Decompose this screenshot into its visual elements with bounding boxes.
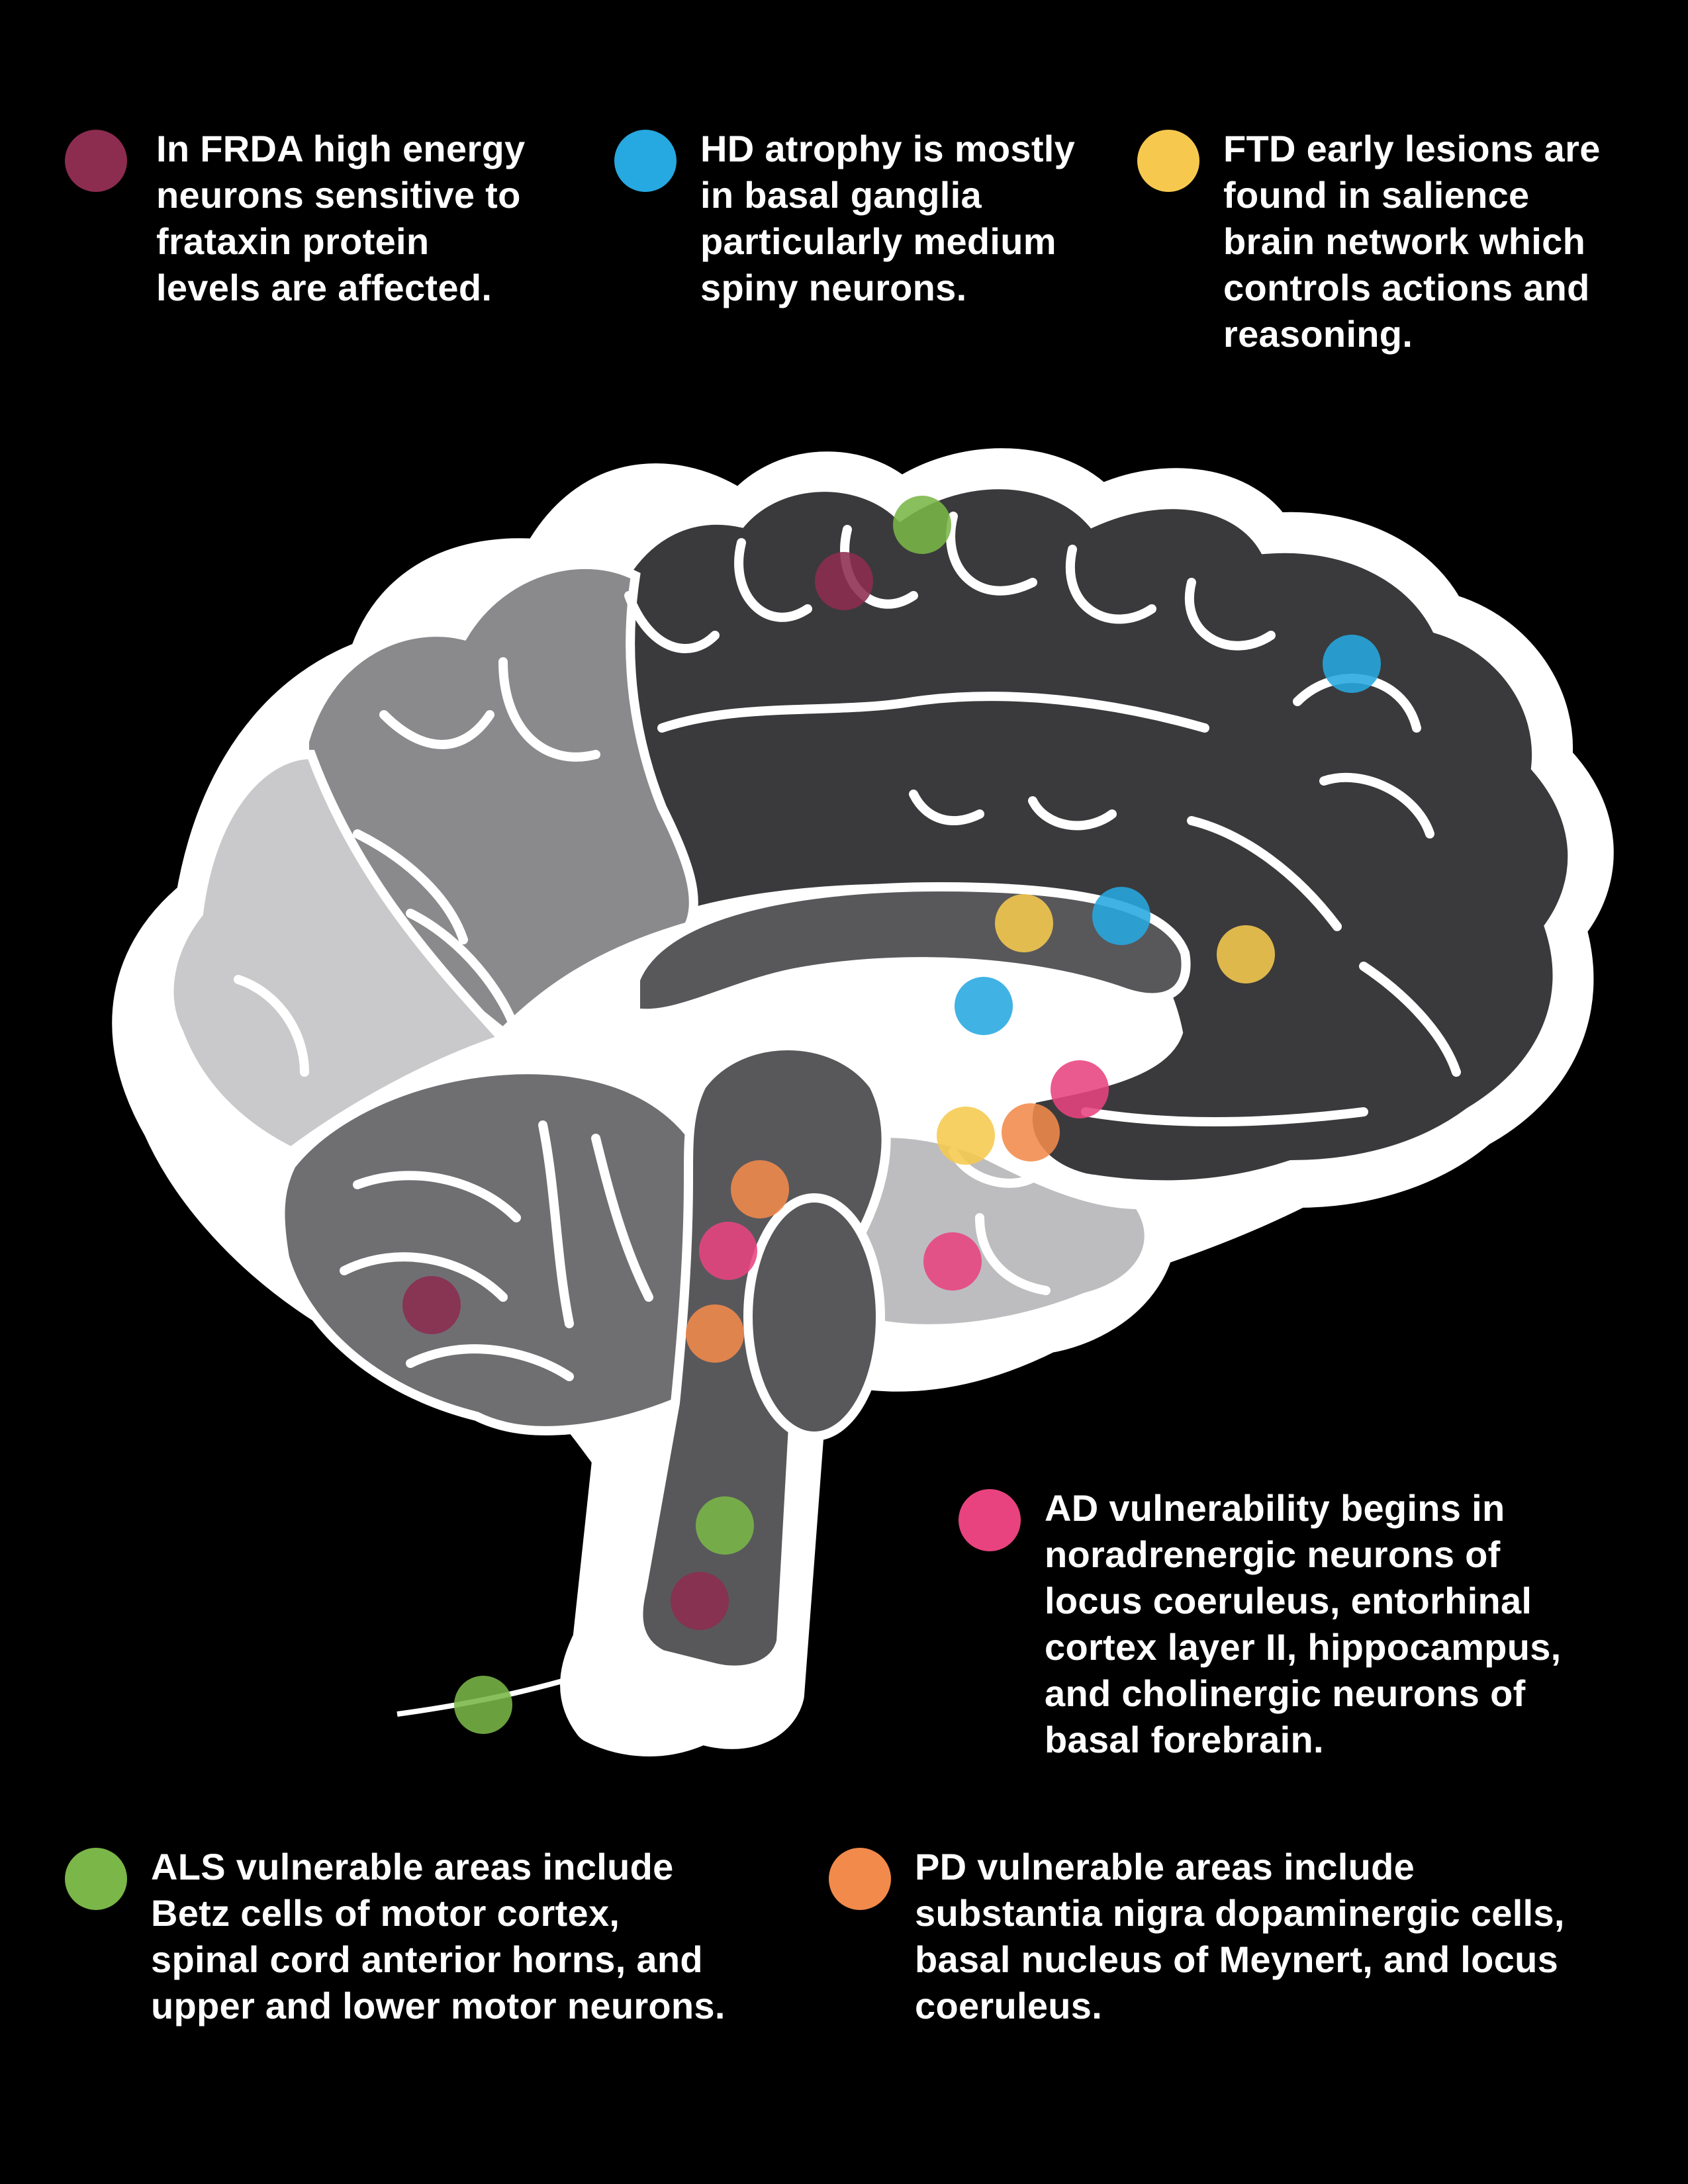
als-legend-dot <box>65 1848 127 1910</box>
cerebellum <box>275 1065 728 1435</box>
ftd-marker-insula <box>937 1107 995 1165</box>
ftd-note-text: FTD early lesions are found in salience … <box>1223 128 1601 355</box>
frda-marker-medulla <box>671 1572 729 1630</box>
als-note-text: ALS vulnerable areas include Betz cells … <box>151 1846 726 2026</box>
als-marker-brainstem <box>696 1496 754 1555</box>
hd-marker-basal-ganglia <box>955 977 1013 1035</box>
hd-marker-frontal-cortex <box>1323 635 1381 693</box>
pd-marker-substantia-nigra <box>731 1160 789 1218</box>
pons <box>743 1193 885 1441</box>
pd-note-text: PD vulnerable areas include substantia n… <box>915 1846 1565 2026</box>
ad-marker-basal-forebrain <box>1051 1060 1109 1118</box>
als-marker-motor-cortex <box>893 496 951 554</box>
ftd-legend-dot <box>1137 130 1199 192</box>
hd-legend-dot <box>614 130 677 192</box>
frda-note-text: In FRDA high energy neurons sensitive to… <box>156 128 526 308</box>
ad-note-text: AD vulnerability begins in noradrenergic… <box>1045 1487 1562 1760</box>
frda-marker-cerebellum <box>402 1276 461 1334</box>
hd-marker-caudate <box>1092 887 1150 945</box>
ftd-marker-corpus-callosum-anterior <box>995 894 1053 952</box>
hd-note-text: HD atrophy is mostly in basal ganglia pa… <box>700 128 1076 308</box>
ad-marker-hippocampus <box>923 1232 982 1291</box>
occipital-lobe <box>164 749 512 1158</box>
ftd-marker-frontal-medial <box>1217 925 1275 983</box>
marker-layer <box>402 496 1381 1734</box>
als-marker-spinal-cord <box>454 1676 512 1734</box>
ad-legend-dot <box>959 1489 1021 1551</box>
frda-marker-parietal-cortex <box>815 552 873 610</box>
ad-marker-locus-coeruleus <box>699 1222 757 1280</box>
spinal-nerve <box>397 1652 663 1717</box>
frda-legend-dot <box>65 130 127 192</box>
thalamus <box>796 999 898 1046</box>
pd-marker-locus-coeruleus <box>686 1304 744 1363</box>
pd-marker-basal-nucleus-meynert <box>1002 1103 1060 1161</box>
brain-body <box>112 448 1614 1756</box>
pd-legend-dot <box>829 1848 891 1910</box>
